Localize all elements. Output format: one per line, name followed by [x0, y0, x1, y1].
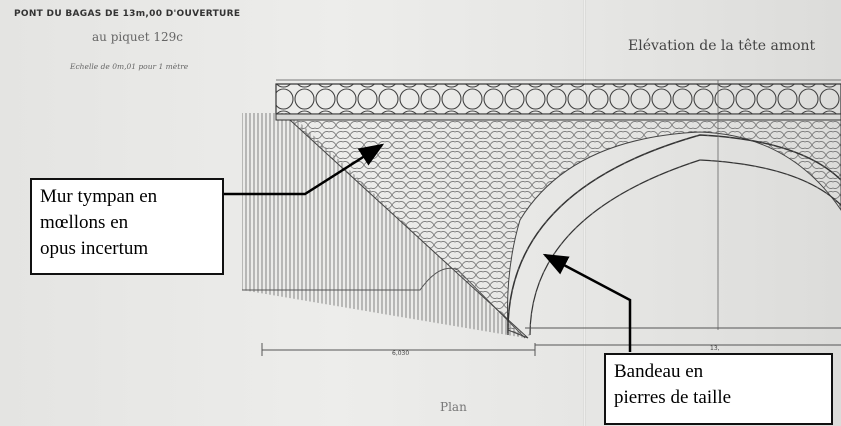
dimension-bottom-left: 6,030: [392, 350, 409, 357]
callout-right-line-2: pierres de taille: [614, 387, 732, 408]
sheet-fold: [583, 0, 586, 426]
callout-arch-band: Bandeau en pierres de taille: [604, 353, 833, 425]
callout-arrows: [224, 143, 632, 352]
view-title: Elévation de la tête amont: [628, 38, 816, 54]
dimension-bottom-right: 13,: [710, 345, 720, 352]
callout-left-line-3: opus incertum: [40, 238, 149, 259]
drawing-scale: Echelle de 0m,01 pour 1 mètre: [70, 62, 189, 71]
parapet: [275, 79, 841, 121]
dimension-lines: [261, 80, 841, 356]
callout-left-line-1: Mur tympan en: [40, 186, 158, 207]
drawing-subtitle: au piquet 129c: [92, 30, 183, 44]
spandrel-wall: [288, 119, 841, 339]
callout-left-line-2: mœllons en: [40, 212, 129, 233]
drawing-title: PONT DU BAGAS DE 13m,00 D'OUVERTURE: [14, 9, 241, 19]
callout-right-line-1: Bandeau en: [614, 361, 704, 382]
callout-spandrel-wall: Mur tympan en mœllons en opus incertum: [30, 178, 224, 275]
plan-label: Plan: [440, 400, 467, 414]
